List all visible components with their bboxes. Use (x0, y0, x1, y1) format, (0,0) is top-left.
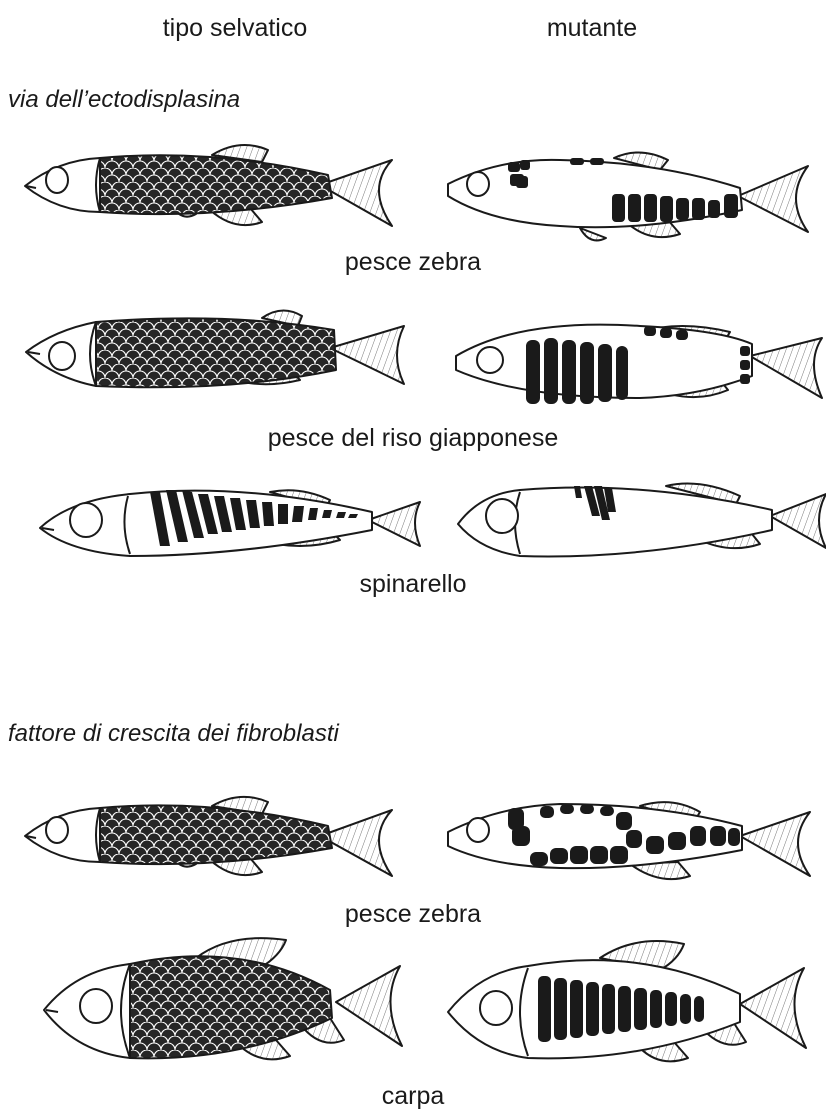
fish-stickleback-mutant (458, 484, 826, 557)
fish-stickleback-wild (40, 490, 420, 556)
fish-carp-wild (44, 938, 402, 1059)
fish-carp-mutant (448, 941, 806, 1061)
fish-zebrafish-wild-1 (25, 145, 392, 226)
fish-zebrafish-mutant-2 (448, 802, 810, 879)
fish-zebrafish-wild-2 (25, 797, 392, 876)
fish-zebrafish-mutant-1 (448, 152, 808, 240)
fish-medaka-wild (26, 310, 404, 387)
fish-medaka-mutant (456, 325, 822, 404)
